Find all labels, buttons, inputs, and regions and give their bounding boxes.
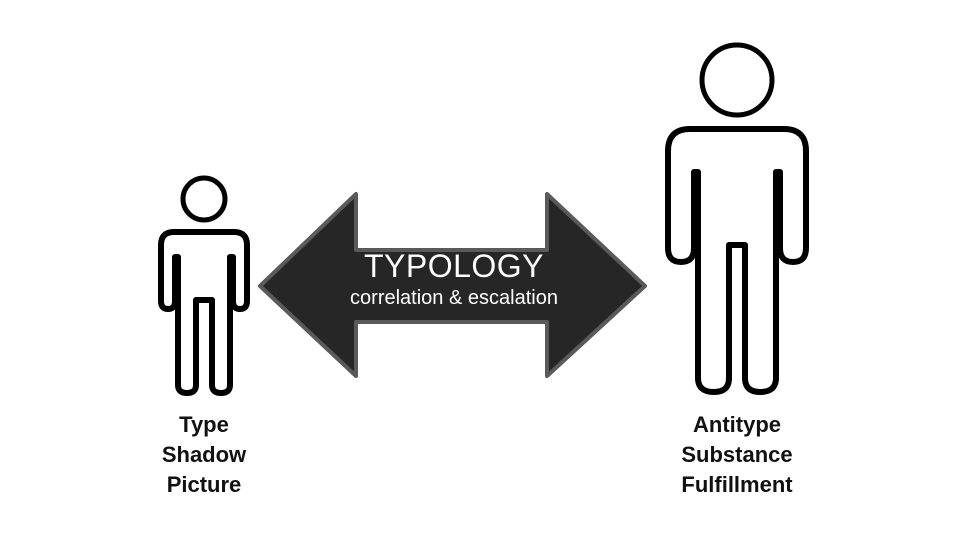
type-labels: Type Shadow Picture [104, 410, 304, 500]
type-label: Type [179, 412, 229, 437]
substance-label: Substance [681, 442, 793, 467]
arrow-title: TYPOLOGY [364, 248, 544, 284]
type-person-icon [158, 175, 250, 396]
double-arrow: TYPOLOGY correlation & escalation [258, 192, 647, 378]
shadow-label: Shadow [161, 442, 247, 467]
double-arrow-shape [258, 192, 647, 378]
antitype-person-icon [665, 42, 809, 395]
picture-label: Picture [166, 472, 242, 497]
antitype-person-head [699, 42, 775, 118]
type-person-head [180, 175, 228, 223]
arrow-subtitle: correlation & escalation [350, 287, 558, 309]
type-person-body [158, 229, 250, 396]
fulfillment-label: Fulfillment [681, 472, 793, 497]
antitype-label: Antitype [693, 412, 781, 437]
antitype-person-body [665, 126, 809, 395]
antitype-labels: Antitype Substance Fulfillment [637, 410, 837, 500]
